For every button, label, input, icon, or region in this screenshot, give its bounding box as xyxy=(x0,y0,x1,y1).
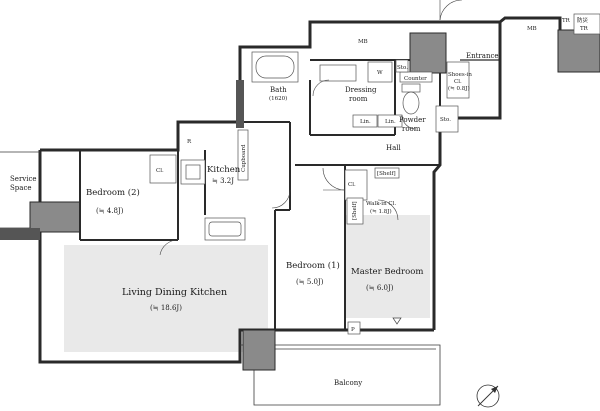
dressing-room-label-2: room xyxy=(349,95,368,103)
triangle-marker xyxy=(392,317,402,325)
dressing-room-label-1: Dressing xyxy=(345,86,377,94)
tr-label: TR xyxy=(562,18,571,24)
kitchen-sink xyxy=(180,159,206,185)
walkin-closet xyxy=(346,197,364,225)
service-space-label-2: Space xyxy=(10,184,32,192)
powder-room-label-2: room xyxy=(402,125,421,133)
shoes-closet-label-2: Cl. xyxy=(454,79,462,85)
bath-size: (1620) xyxy=(269,95,287,102)
mb-label-left: MB xyxy=(358,39,368,45)
pipe-shaft-entrance xyxy=(409,32,447,74)
toilet xyxy=(401,83,421,115)
master-bedroom-label: Master Bedroom xyxy=(351,267,423,277)
tr-box-label-1: 防災 xyxy=(577,16,589,24)
counter-label: Counter xyxy=(404,76,427,82)
pipe-shaft-external xyxy=(557,29,600,73)
w-label: W xyxy=(377,70,383,76)
bedroom2-area: (≒ 4.8J) xyxy=(96,207,124,215)
bedroom2-label: Bedroom (2) xyxy=(86,187,140,198)
linen-label-1: Lin. xyxy=(360,119,371,125)
sto-label-hall: Sto. xyxy=(440,117,451,123)
washbasin-counter xyxy=(319,64,357,82)
balcony-outline xyxy=(240,344,441,406)
hall-label: Hall xyxy=(386,144,402,152)
master-bedroom-floor xyxy=(345,215,430,318)
cooktop xyxy=(204,217,246,241)
walkin-closet-label-1: Walk-in Cl. xyxy=(366,201,396,207)
r-label: R xyxy=(187,139,192,145)
linen-label-2: Lin. xyxy=(385,119,396,125)
interior-walls xyxy=(79,59,500,330)
north-arrow-icon xyxy=(476,384,500,408)
bedroom1-label: Bedroom (1) xyxy=(286,260,340,271)
bedroom1-area: (≒ 5.0J) xyxy=(296,278,324,286)
shelf-top-label: [Shelf] xyxy=(377,171,396,177)
sto-label-small: Sto. xyxy=(397,65,408,71)
entrance-label: Entrance xyxy=(466,52,499,60)
walkin-closet-label-2: (≒ 1.8J) xyxy=(370,208,392,215)
linen-shelf-2 xyxy=(377,114,403,128)
ldk-area: (≒ 18.6J) xyxy=(150,304,182,312)
master-bedroom-area: (≒ 6.0J) xyxy=(366,284,394,292)
linen-shelf-1 xyxy=(352,114,378,128)
bathtub xyxy=(251,51,299,83)
kitchen-area: ≒ 3.2J xyxy=(212,177,234,185)
ldk-label: Living Dining Kitchen xyxy=(122,287,227,298)
pipe-shaft-balcony xyxy=(242,329,276,371)
cupboard-box xyxy=(237,129,249,181)
washing-machine xyxy=(367,61,393,83)
counter-box xyxy=(399,71,433,83)
ldk-floor xyxy=(64,245,268,352)
p-label: P xyxy=(351,327,355,333)
balcony-label: Balcony xyxy=(334,379,362,387)
sto-box xyxy=(395,59,409,73)
tr-box xyxy=(573,13,600,35)
shelf-side-label: [Shelf] xyxy=(352,201,358,220)
shoes-closet xyxy=(446,61,470,99)
shoes-closet-label-1: Shoes-in xyxy=(448,72,472,78)
bedroom2-closet xyxy=(149,154,177,184)
shoes-closet-label-3: (≒ 0.8J) xyxy=(448,85,470,92)
bath-label: Bath xyxy=(270,86,287,94)
service-space-label-1: Service xyxy=(10,175,37,183)
tr-box-label-2: TR xyxy=(580,26,589,32)
shelf-top-box xyxy=(374,167,400,179)
outer-walls xyxy=(38,16,562,364)
p-box xyxy=(347,321,361,335)
cupboard-label: Cupboard xyxy=(241,144,247,172)
hall-storage xyxy=(435,105,459,133)
mb-label-right: MB xyxy=(527,26,537,32)
column-left xyxy=(236,80,244,128)
bedroom1-closet-label: Cl. xyxy=(348,182,356,188)
service-space-outline xyxy=(0,151,81,240)
powder-room-label-1: Powder xyxy=(399,116,426,124)
door-swings xyxy=(159,0,462,256)
bedroom2-closet-label: Cl. xyxy=(156,168,164,174)
kitchen-label: Kitchen xyxy=(207,165,241,175)
